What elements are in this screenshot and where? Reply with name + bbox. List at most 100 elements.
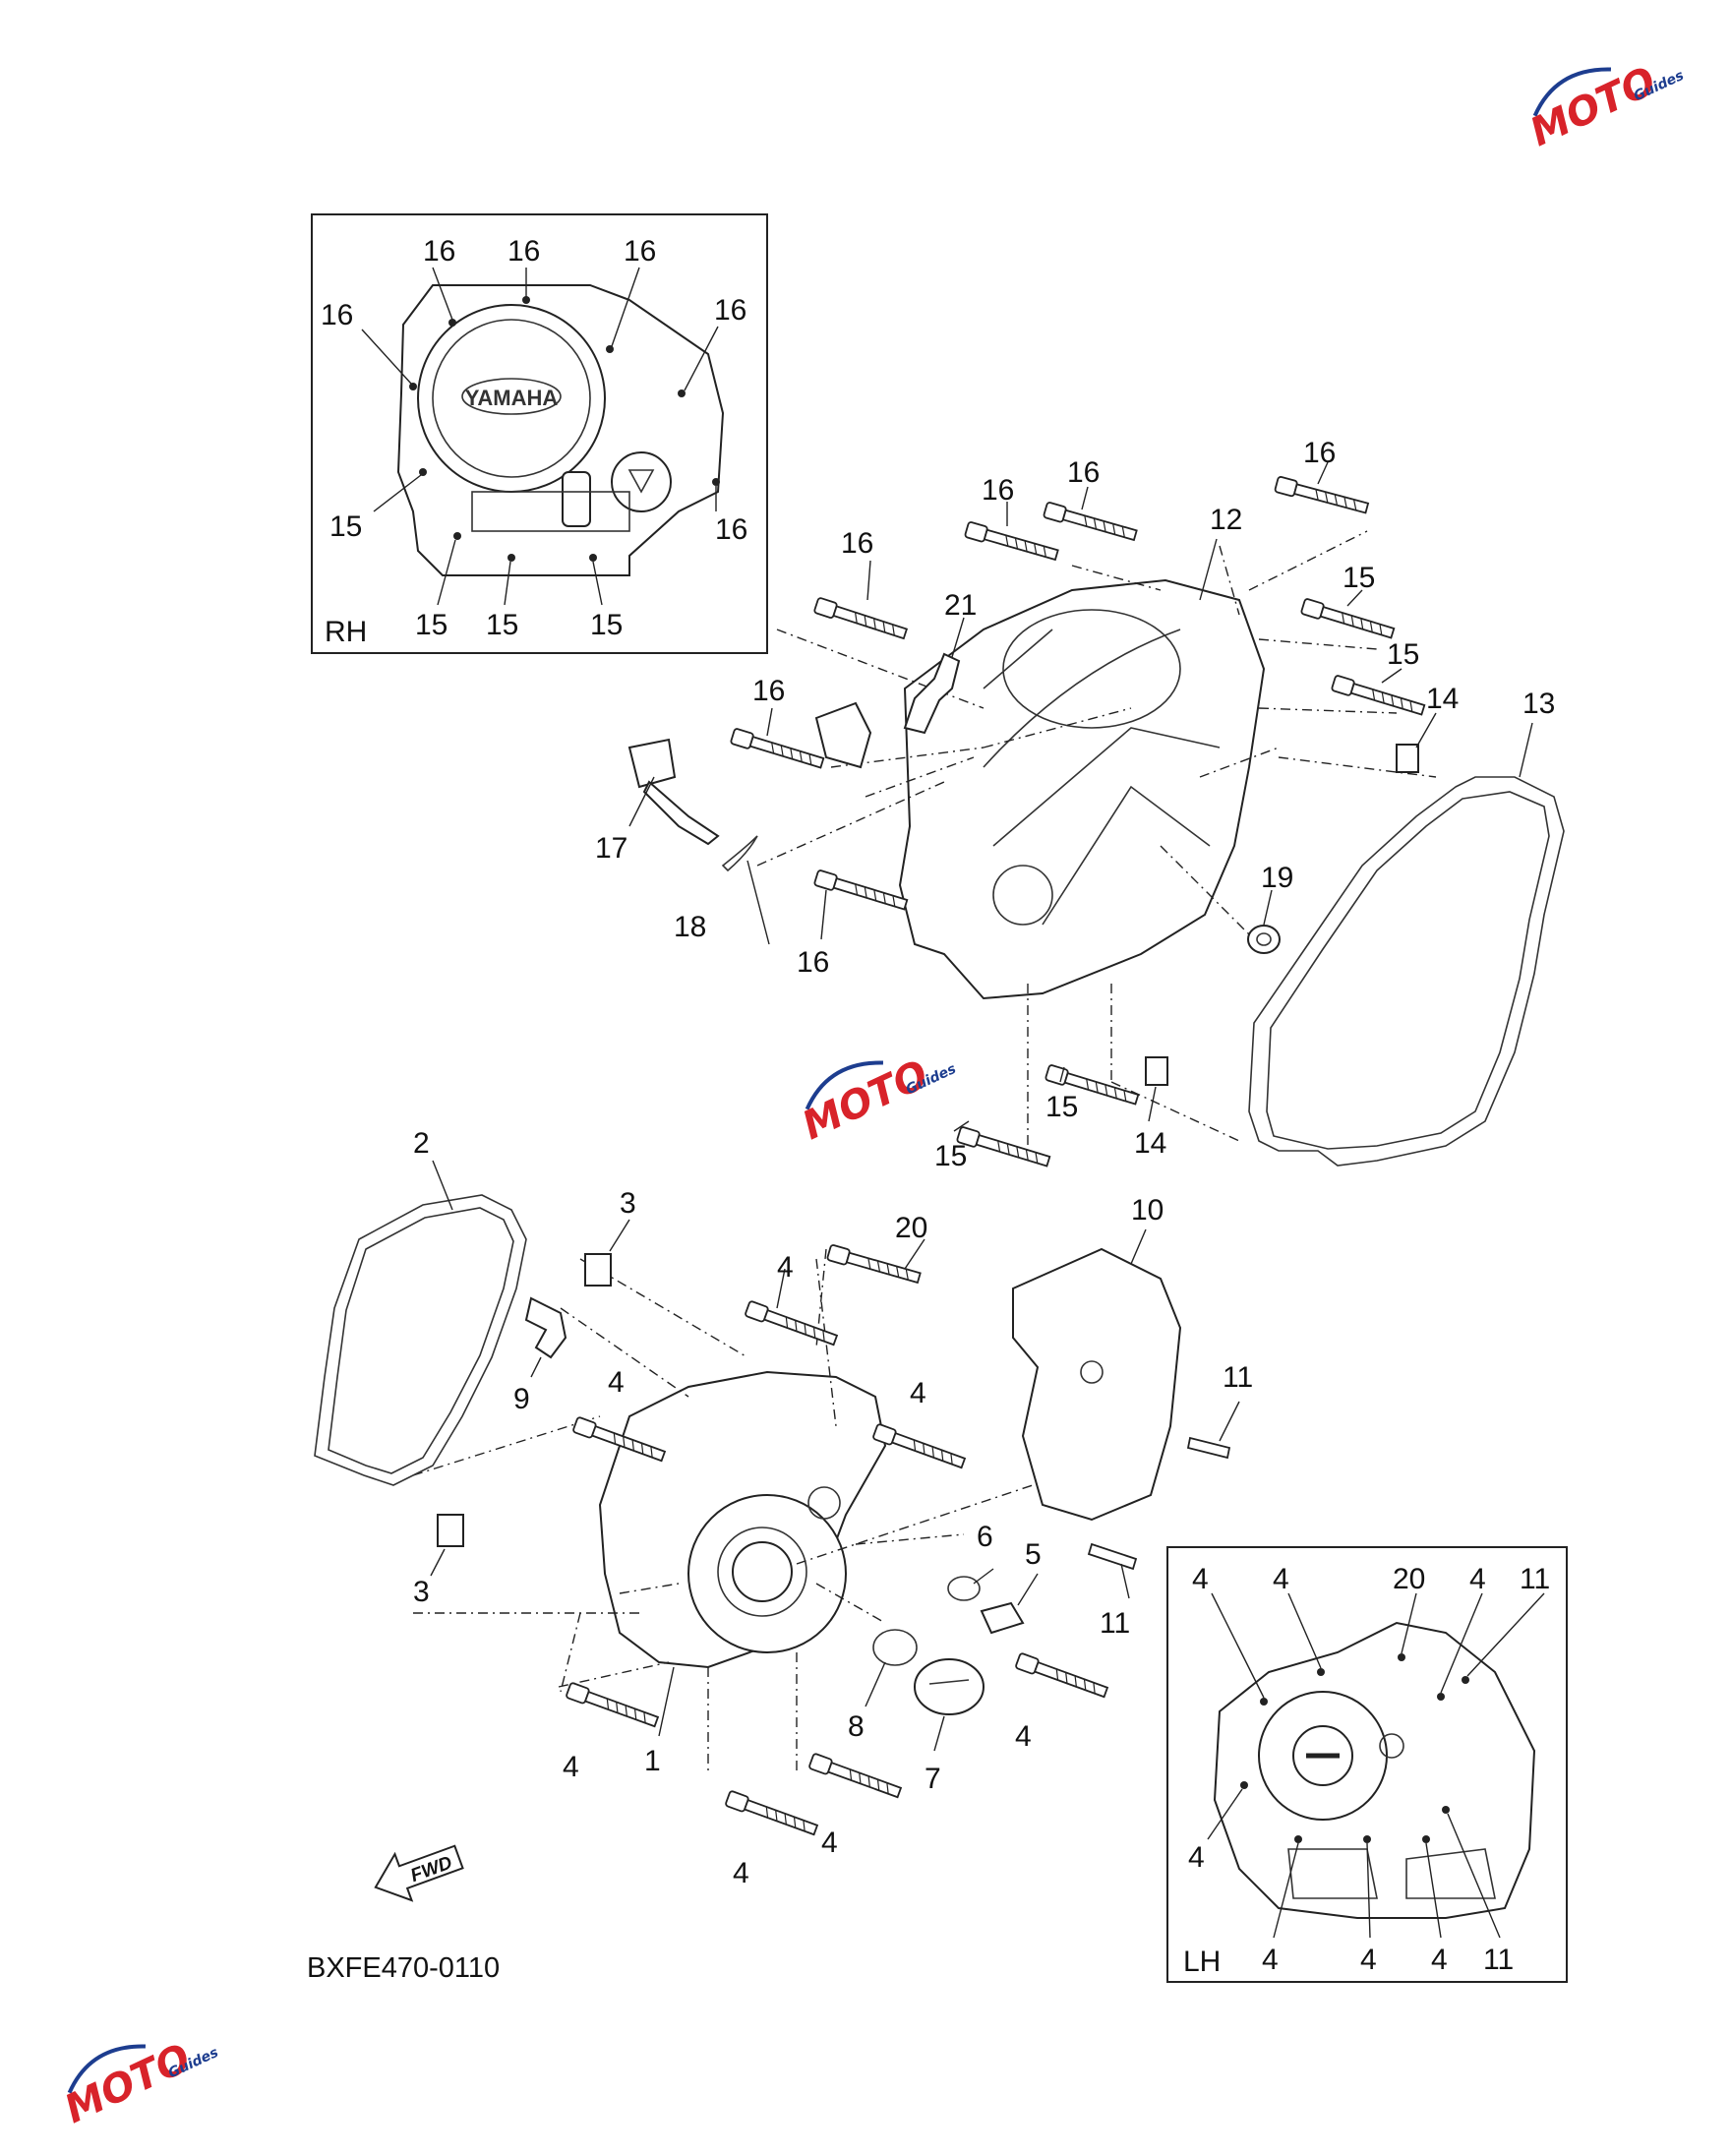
bolt-16 [1042,501,1139,544]
bolt-4 [807,1752,903,1801]
svg-text:MOTO: MOTO [58,2035,198,2132]
bolt-11 [1087,1542,1138,1571]
callout-rh: 16 [624,235,656,268]
lh-inset [1166,1546,1568,1983]
callout: 8 [848,1710,865,1743]
callout: 1 [644,1745,661,1777]
callout: 3 [413,1576,430,1608]
callout: 11 [1223,1361,1253,1394]
sprocket-cover-10 [1012,1247,1182,1522]
callout: 4 [608,1366,625,1399]
bolt-4 [565,1681,660,1730]
watermark-logo-middle: MOTO Guides [796,1051,959,1149]
callout-rh: 16 [507,235,540,268]
callout: 17 [595,832,627,865]
cover-plug-7 [914,1658,985,1715]
callout-lh: 4 [1192,1563,1209,1595]
bolt-16 [729,727,826,772]
oil-filler-cap-17 [627,738,720,846]
callout-lh: 4 [1431,1944,1448,1976]
callout: 13 [1522,688,1555,720]
bolt-16 [812,596,909,642]
callout: 4 [563,1751,579,1783]
gasket-2 [314,1194,527,1486]
callout-rh: 15 [590,609,623,641]
callout-rh: 16 [715,513,747,546]
svg-text:MOTO: MOTO [796,1051,935,1149]
callout: 3 [620,1187,636,1220]
svg-text:MOTO: MOTO [1523,58,1663,155]
bolt-4 [871,1422,967,1471]
rh-inset-label: RH [325,616,367,648]
callout: 16 [797,946,829,979]
callout-lh: 4 [1273,1563,1289,1595]
o-ring-6 [947,1576,981,1601]
bolt-4 [1014,1651,1109,1701]
callout-lh: 4 [1188,1841,1205,1874]
bolt-11 [1186,1436,1231,1460]
rh-crankcase-cover [756,530,1437,1161]
bolt-16 [963,520,1060,564]
callout: 4 [1015,1720,1032,1753]
diagram-code: BXFE470-0110 [307,1952,500,1984]
callout: 9 [513,1383,530,1415]
callout-lh: 20 [1393,1563,1425,1595]
lh-crankcase-cover [412,1248,1034,1770]
watermark-logo-top: MOTO Guides [1523,58,1687,155]
callout: 14 [1426,683,1459,715]
watermark-logo-bottom: MOTO Guides [58,2035,221,2132]
callout: 6 [977,1521,993,1553]
oil-seal-19 [1247,925,1281,954]
callout-rh: 16 [714,294,746,327]
callout: 15 [934,1140,967,1172]
callout: 4 [821,1827,838,1859]
gasket-13 [1248,776,1565,1167]
callout: 16 [1067,456,1100,489]
o-ring-18 [721,835,758,872]
callout-rh: 15 [415,609,448,641]
callout: 16 [982,474,1014,507]
callout: 16 [841,527,873,560]
callout-lh: 11 [1520,1563,1550,1595]
fwd-label: FWD [408,1852,455,1886]
dowel-14 [1396,744,1419,773]
callout: 19 [1261,862,1293,894]
rh-inset: YAMAHA [311,213,768,654]
lh-inset-label: LH [1183,1946,1221,1978]
bolt-16 [1274,475,1370,517]
bolt-15 [955,1125,1052,1170]
callout: 15 [1045,1091,1078,1123]
fwd-arrow-icon: FWD [374,1844,464,1902]
bracket-21 [903,652,961,735]
callout: 4 [733,1857,749,1889]
callout: 4 [777,1251,794,1284]
bolt-4 [724,1789,819,1838]
callout-lh: 4 [1469,1563,1486,1595]
callout-rh: 16 [321,299,353,331]
callout-lh: 4 [1360,1944,1377,1976]
dowel-3 [437,1514,464,1547]
callout-rh: 15 [486,609,518,641]
callout: 11 [1100,1607,1130,1640]
callout: 15 [1343,562,1375,594]
callout: 21 [944,589,977,622]
callout: 5 [1025,1538,1042,1571]
callout-lh: 4 [1262,1944,1279,1976]
dowel-3 [584,1253,612,1287]
bolt-16 [812,868,910,914]
callout: 15 [1387,638,1419,671]
callout: 14 [1134,1127,1166,1160]
callout-rh: 15 [329,510,362,543]
callout: 10 [1131,1194,1164,1227]
clamp-9 [524,1296,567,1359]
callout-lh: 11 [1483,1944,1514,1976]
bracket-21-plate [814,701,872,769]
callout: 2 [413,1127,430,1160]
callout: 12 [1210,504,1242,536]
callout: 20 [895,1212,927,1244]
callout: 4 [910,1377,926,1409]
dowel-14 [1145,1056,1168,1086]
callout: 18 [674,911,706,943]
yamaha-emblem: YAMAHA [465,386,559,410]
